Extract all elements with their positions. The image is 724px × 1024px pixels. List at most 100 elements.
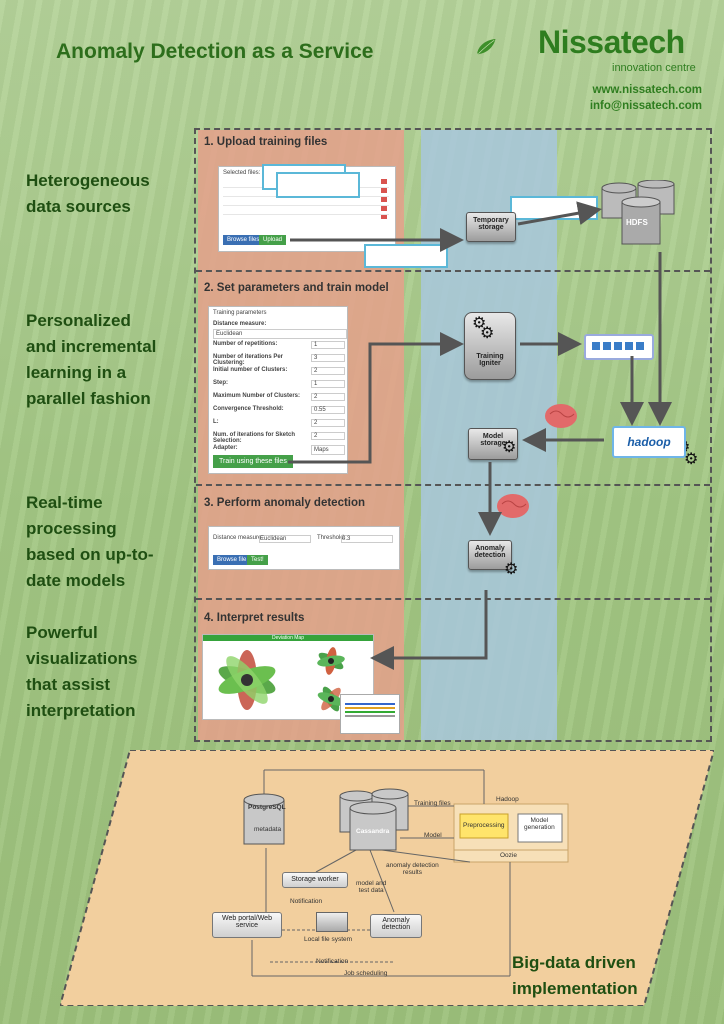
- oozie-label: Oozie: [500, 852, 517, 859]
- param-input[interactable]: 2: [311, 393, 345, 401]
- local-fs-label: Local file system: [304, 936, 353, 943]
- separator: [196, 598, 710, 600]
- metadata-label: metadata: [254, 826, 282, 833]
- param-label: L:: [213, 419, 219, 425]
- param-label: Number of iterations Per Clustering:: [213, 354, 284, 366]
- hadoop-arch-label: Hadoop: [496, 796, 519, 803]
- separator: [196, 484, 710, 486]
- process-frame: [194, 128, 712, 742]
- file-preview-card: [364, 244, 448, 268]
- param-input[interactable]: 3: [311, 354, 345, 362]
- model-storage-label: Model storage: [480, 433, 506, 447]
- feature-heterogeneous: Heterogeneous data sources: [26, 171, 150, 216]
- mahout-box: [584, 334, 654, 360]
- anomaly-detection-box: Anomaly detection: [370, 914, 422, 938]
- hdfs-database-icon: [601, 180, 675, 245]
- mahout-blocks: [592, 342, 646, 350]
- hdfs-label: HDFS: [626, 218, 648, 227]
- param-input[interactable]: 2: [311, 419, 345, 427]
- feature-personalized: Personalized and incremental learning in…: [26, 311, 157, 408]
- notification-label: Notification: [290, 898, 323, 905]
- gear-icon: ⚙: [480, 325, 495, 342]
- distance-measure-label: Distance measure:: [213, 321, 267, 327]
- separator: [196, 270, 710, 272]
- param-input[interactable]: 2: [311, 432, 345, 440]
- gear-icon: ⚙: [472, 315, 487, 332]
- param-label: Num. of iterations for Sketch Selection:: [213, 432, 296, 444]
- param-input[interactable]: 2: [311, 367, 345, 375]
- test-button[interactable]: Test!: [247, 555, 268, 565]
- fan-visual: [317, 647, 345, 675]
- threshold-input[interactable]: 0.3: [341, 535, 393, 543]
- web-portal-box: Web portal/Web service: [212, 912, 282, 938]
- training-params-header: Training parameters: [213, 310, 267, 316]
- gear-icon: ⚙: [684, 451, 699, 468]
- email-link[interactable]: info@nissatech.com: [589, 100, 702, 112]
- adapter-label: Adapter:: [213, 445, 238, 451]
- param-input[interactable]: 1: [311, 341, 345, 349]
- deviation-map-title: Deviation Map: [203, 635, 373, 641]
- model-label: Model: [424, 832, 442, 839]
- legend-card: [340, 694, 400, 734]
- model-generation-label: Model generation: [524, 817, 555, 831]
- deviation-map-panel: Deviation Map: [202, 634, 374, 720]
- detection-panel: Distance measure: Euclidean Threshold: 0…: [208, 526, 400, 570]
- nissatech-leaf-logo: [477, 39, 496, 55]
- anomaly-results-label: anomaly detection results: [386, 862, 439, 876]
- storage-worker-box: Storage worker: [282, 872, 348, 888]
- distance-measure-select[interactable]: Euclidean: [213, 329, 347, 339]
- training-files-label: Training files: [414, 800, 451, 807]
- postgres-label: PostgreSQL: [248, 804, 286, 811]
- feature-visualizations: Powerful visualizations that assist inte…: [26, 623, 138, 720]
- step-train-title: 2. Set parameters and train model: [204, 282, 389, 294]
- param-label: Initial number of Clusters:: [213, 367, 288, 373]
- measure-label: Distance measure:: [213, 535, 264, 541]
- browse-file-button[interactable]: Browse file: [213, 555, 251, 565]
- notification-label-2: Notification: [316, 958, 349, 965]
- temporary-storage: Temporary storage: [466, 212, 516, 242]
- gear-icon: ⚙: [504, 561, 519, 578]
- param-label: Convergence Threshold:: [213, 406, 284, 412]
- job-scheduling-label: Job scheduling: [344, 970, 388, 977]
- step-results-title: 4. Interpret results: [204, 612, 305, 624]
- param-label: Number of repetitions:: [213, 341, 278, 347]
- param-label: Maximum Number of Clusters:: [213, 393, 301, 399]
- threshold-label: Threshold:: [317, 535, 346, 541]
- param-input[interactable]: 1: [311, 380, 345, 388]
- anomaly-detection-device: Anomaly detection: [468, 540, 512, 570]
- brain-icon: [497, 494, 529, 518]
- training-parameters-panel: Training parameters Distance measure: Eu…: [208, 306, 348, 474]
- preprocessing-label: Preprocessing: [463, 822, 505, 829]
- fan-visual: [317, 686, 345, 712]
- website-link[interactable]: www.nissatech.com: [592, 84, 703, 96]
- measure-select[interactable]: Euclidean: [259, 535, 311, 543]
- hadoop-box: hadoop: [612, 426, 686, 458]
- gear-icon: ⚙: [502, 439, 517, 456]
- training-igniter-label: Training Igniter: [476, 353, 504, 367]
- train-button[interactable]: Train using these files: [213, 455, 293, 468]
- model-test-data-label: model and test data: [356, 880, 387, 894]
- param-input[interactable]: 0.55: [311, 406, 345, 414]
- brain-icon: [545, 404, 577, 428]
- selected-files-label: Selected files:: [223, 170, 261, 176]
- file-preview-card: [276, 172, 360, 198]
- upload-button[interactable]: Upload: [259, 235, 287, 245]
- bigdata-caption: Big-data driven implementation: [512, 953, 638, 998]
- page-title: Anomaly Detection as a Service: [56, 40, 374, 63]
- temporary-storage-label: Temporary storage: [473, 217, 509, 231]
- brand-name: Nissatech: [538, 24, 685, 60]
- step-upload-title: 1. Upload training files: [204, 136, 328, 148]
- feature-realtime: Real-time processing based on up-to- dat…: [26, 493, 154, 590]
- model-storage: Model storage: [468, 428, 518, 460]
- anomaly-detection-label: Anomaly detection: [474, 545, 506, 559]
- browse-files-button[interactable]: Browse files: [223, 235, 264, 245]
- param-label: Step:: [213, 380, 228, 386]
- remove-file-icon[interactable]: [381, 179, 387, 219]
- local-fs-icon: [316, 912, 348, 932]
- brand-subtitle: innovation centre: [612, 62, 696, 74]
- step-detect-title: 3. Perform anomaly detection: [204, 497, 366, 509]
- training-igniter: Training Igniter: [464, 312, 516, 380]
- adapter-select[interactable]: Maps: [311, 445, 345, 455]
